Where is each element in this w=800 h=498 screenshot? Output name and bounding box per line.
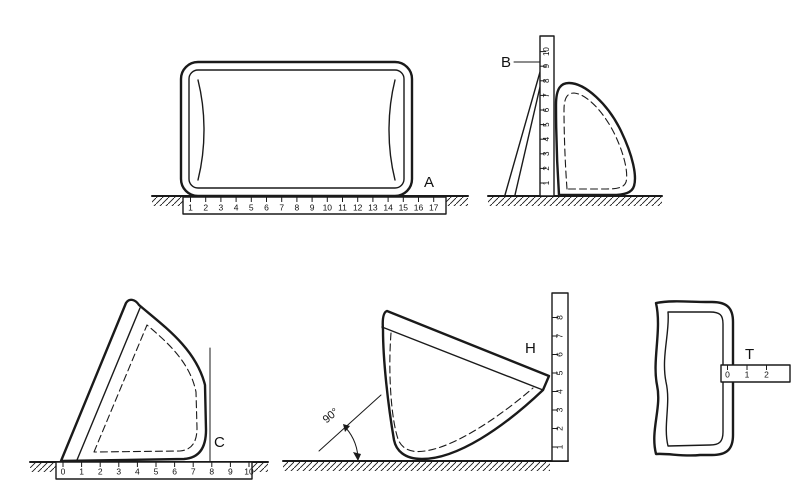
figure-t-label: T [745, 346, 754, 363]
ruler-number: 8 [542, 78, 551, 83]
figure-h-label: H [525, 340, 536, 357]
ruler-number: 8 [554, 315, 564, 320]
angle-value: 90° [321, 406, 341, 426]
ruler-number: 3 [219, 202, 224, 212]
case-inner-curve-right [388, 79, 396, 181]
ruler-number: 1 [79, 466, 84, 476]
ruler-number: 2 [764, 369, 769, 379]
ruler-number: 10 [323, 202, 333, 212]
ruler-c-scale: 0 1 2 3 4 5 6 7 8 9 10 [61, 462, 254, 476]
leaning-panel-line [514, 86, 541, 196]
case-inner-line [188, 69, 405, 189]
ruler-b-scale: 1 2 3 4 5 6 7 8 9 10 [540, 47, 551, 185]
bag-hidden-outline [93, 324, 198, 453]
ruler-number: 4 [554, 389, 564, 394]
ruler-number: 9 [542, 63, 551, 68]
ruler-body [720, 364, 791, 383]
case-partial-outline [653, 300, 735, 457]
ruler-number: 7 [279, 202, 284, 212]
ground-hatch [152, 197, 185, 206]
angle-reference-line [318, 394, 382, 452]
ground-hatch [446, 197, 468, 206]
ruler-number: 9 [310, 202, 315, 212]
ruler-number: 3 [116, 466, 121, 476]
ruler-number: 6 [542, 107, 551, 112]
ruler-number: 4 [542, 136, 551, 141]
ruler-number: 7 [191, 466, 196, 476]
ruler-number: 2 [98, 466, 103, 476]
ruler-number: 14 [383, 202, 393, 212]
figure-b-label: B [501, 54, 511, 71]
case-outline [179, 60, 414, 198]
ruler-number: 1 [188, 202, 193, 212]
ruler-number: 0 [61, 466, 66, 476]
figure-h-height-measurement: 90° 1 2 3 4 5 6 7 8 H [282, 292, 569, 471]
ruler-number: 5 [554, 370, 564, 375]
ruler-number: 2 [203, 202, 208, 212]
leaning-panel-line [76, 307, 141, 461]
ruler-number: 6 [172, 466, 177, 476]
ground-hatch [488, 197, 662, 206]
ruler-number: 4 [234, 202, 239, 212]
ruler-number: 3 [554, 407, 564, 412]
ruler-number: 1 [542, 180, 551, 185]
ruler-number: 16 [414, 202, 424, 212]
ruler-number: 17 [429, 202, 439, 212]
ruler-number: 1 [745, 369, 750, 379]
ruler-number: 7 [554, 333, 564, 338]
ruler-number: 5 [154, 466, 159, 476]
ruler-number: 8 [209, 466, 214, 476]
panel-edge-line [381, 326, 544, 391]
ruler-number: 13 [368, 202, 378, 212]
ruler-number: 2 [542, 166, 551, 171]
measuring-post [551, 292, 569, 462]
figure-c-label: C [214, 434, 225, 451]
figure-c-depth-measurement: 0 1 2 3 4 5 6 7 8 9 10 C [29, 298, 269, 480]
bag-outline [554, 81, 637, 197]
ruler-number: 6 [554, 352, 564, 357]
case-inner-line [663, 311, 724, 447]
ruler-number: 10 [244, 466, 254, 476]
ruler-number: 1 [554, 444, 564, 449]
ruler-h-scale: 1 2 3 4 5 6 7 8 [552, 315, 564, 449]
ground-hatch [252, 463, 268, 472]
ruler-number: 9 [228, 466, 233, 476]
ruler-number: 8 [295, 202, 300, 212]
ruler-number: 11 [338, 202, 347, 212]
bag-outline [59, 298, 208, 463]
ruler-body [182, 196, 447, 215]
ruler-number: 0 [725, 369, 730, 379]
case-inner-curve-left [197, 79, 205, 181]
ruler-body [55, 461, 253, 480]
ruler-number: 10 [542, 47, 551, 56]
ground-hatch [283, 462, 550, 471]
ruler-number: 2 [554, 426, 564, 431]
ruler-number: 5 [249, 202, 254, 212]
leaning-panel-line [504, 71, 541, 196]
ruler-number: 12 [353, 202, 363, 212]
measuring-post [539, 35, 555, 197]
bag-hidden-outline [389, 332, 534, 453]
ground-hatch [30, 463, 56, 472]
figure-t-thickness-measurement: 0 1 2 T [653, 300, 791, 457]
ruler-number: 3 [542, 151, 551, 156]
bag-outline [381, 309, 551, 461]
arrow-icon [353, 452, 361, 461]
figure-b-height-measurement: 1 2 3 4 5 6 7 8 9 10 B [487, 35, 663, 206]
ruler-number: 15 [399, 202, 409, 212]
ruler-number: 4 [135, 466, 140, 476]
figure-a-label: A [424, 174, 434, 191]
arrow-icon [343, 424, 350, 432]
ruler-number: 5 [542, 122, 551, 127]
ruler-t-scale: 0 1 2 [725, 365, 769, 379]
ruler-number: 6 [264, 202, 269, 212]
bag-hidden-outline [563, 92, 628, 190]
ruler-number: 7 [542, 93, 551, 98]
